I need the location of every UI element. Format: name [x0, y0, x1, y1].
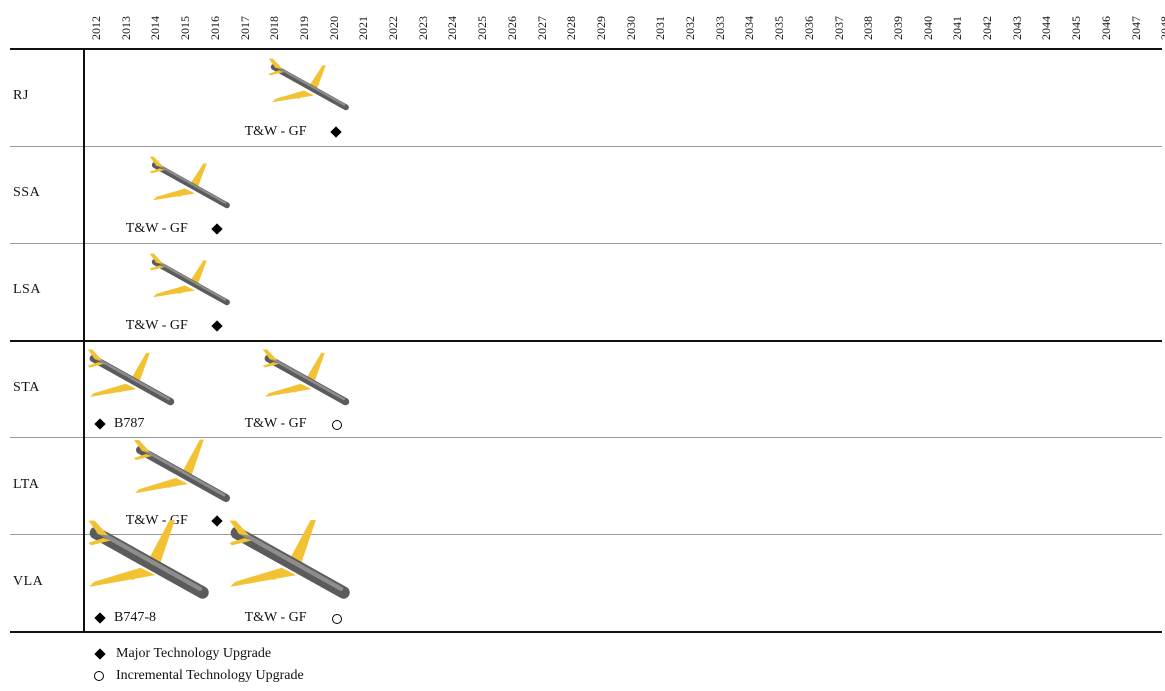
year-label: 2048 — [1158, 16, 1165, 40]
airplane-icon — [133, 439, 230, 502]
year-label: 2041 — [950, 16, 965, 40]
legend-label: Major Technology Upgrade — [116, 646, 272, 661]
legend-label: Incremental Technology Upgrade — [116, 668, 304, 683]
airplane-icon — [88, 520, 209, 599]
row-label-lsa: LSA — [13, 282, 41, 298]
entry-label: T&W - GF — [125, 318, 188, 334]
year-label: 2021 — [356, 16, 371, 40]
year-label: 2014 — [148, 16, 163, 40]
year-label: 2029 — [593, 16, 608, 40]
row-label-lta: LTA — [13, 476, 40, 492]
row-divider — [10, 437, 1162, 438]
year-label: 2026 — [504, 16, 519, 40]
year-label: 2025 — [475, 16, 490, 40]
diamond-icon — [94, 417, 106, 430]
year-label: 2028 — [564, 16, 579, 40]
year-label: 2027 — [534, 16, 549, 40]
airplane-icon — [149, 253, 230, 306]
year-label: 2032 — [683, 16, 697, 40]
year-label: 2024 — [445, 16, 460, 40]
year-label: 2013 — [118, 16, 133, 40]
year-label: 2031 — [653, 16, 668, 40]
axis-line — [83, 48, 85, 632]
row-divider — [10, 631, 1162, 633]
diamond-icon — [211, 223, 223, 235]
entry-label: T&W - GF — [125, 221, 188, 237]
row-divider — [10, 534, 1162, 535]
row-divider — [10, 243, 1162, 244]
circle-icon — [331, 614, 342, 624]
year-label: 2012 — [89, 16, 103, 40]
year-label: 2036 — [801, 16, 816, 40]
entry-label: T&W - GF — [244, 415, 307, 431]
airplane-icon — [149, 156, 230, 209]
year-label: 2034 — [742, 16, 757, 40]
year-label: 2044 — [1039, 16, 1054, 40]
entry-label: B787 — [114, 415, 145, 431]
year-label: 2017 — [237, 16, 252, 40]
year-label: 2042 — [980, 16, 994, 40]
year-label: 2018 — [267, 16, 282, 40]
year-label: 2019 — [296, 16, 311, 40]
entry-label: B747-8 — [114, 610, 156, 625]
year-label: 2039 — [890, 16, 905, 40]
airplane-icon — [262, 349, 349, 405]
circle-icon — [94, 671, 104, 681]
year-label: 2045 — [1069, 16, 1084, 40]
row-divider — [10, 48, 1162, 50]
year-label: 2030 — [623, 16, 638, 40]
year-label: 2037 — [831, 16, 846, 40]
year-label: 2038 — [861, 16, 876, 40]
entry-label: T&W - GF — [244, 124, 307, 139]
year-label: 2043 — [1009, 16, 1024, 40]
year-label: 2035 — [772, 16, 787, 40]
circle-icon — [331, 419, 342, 430]
diamond-icon — [329, 126, 342, 138]
year-label: 2015 — [178, 16, 193, 40]
diamond-icon — [94, 648, 106, 660]
year-label: 2023 — [415, 16, 430, 40]
year-label: 2016 — [207, 16, 222, 40]
diamond-icon — [211, 320, 223, 333]
diamond-icon — [94, 612, 106, 624]
year-label: 2020 — [326, 16, 341, 40]
row-divider — [10, 146, 1162, 147]
diamond-icon — [211, 515, 223, 527]
row-divider — [10, 340, 1162, 342]
airplane-icon — [87, 349, 175, 405]
year-label: 2022 — [386, 16, 400, 40]
airplane-icon — [229, 520, 350, 599]
row-label-rj: RJ — [13, 88, 29, 103]
row-label-ssa: SSA — [13, 185, 41, 201]
year-label: 2047 — [1128, 16, 1143, 40]
year-label: 2040 — [920, 16, 935, 40]
row-label-sta: STA — [13, 379, 40, 395]
entry-label: T&W - GF — [244, 610, 307, 625]
year-label: 2033 — [712, 16, 727, 40]
airplane-icon — [268, 58, 349, 111]
year-label: 2046 — [1098, 16, 1113, 40]
row-label-vla: VLA — [13, 574, 44, 589]
